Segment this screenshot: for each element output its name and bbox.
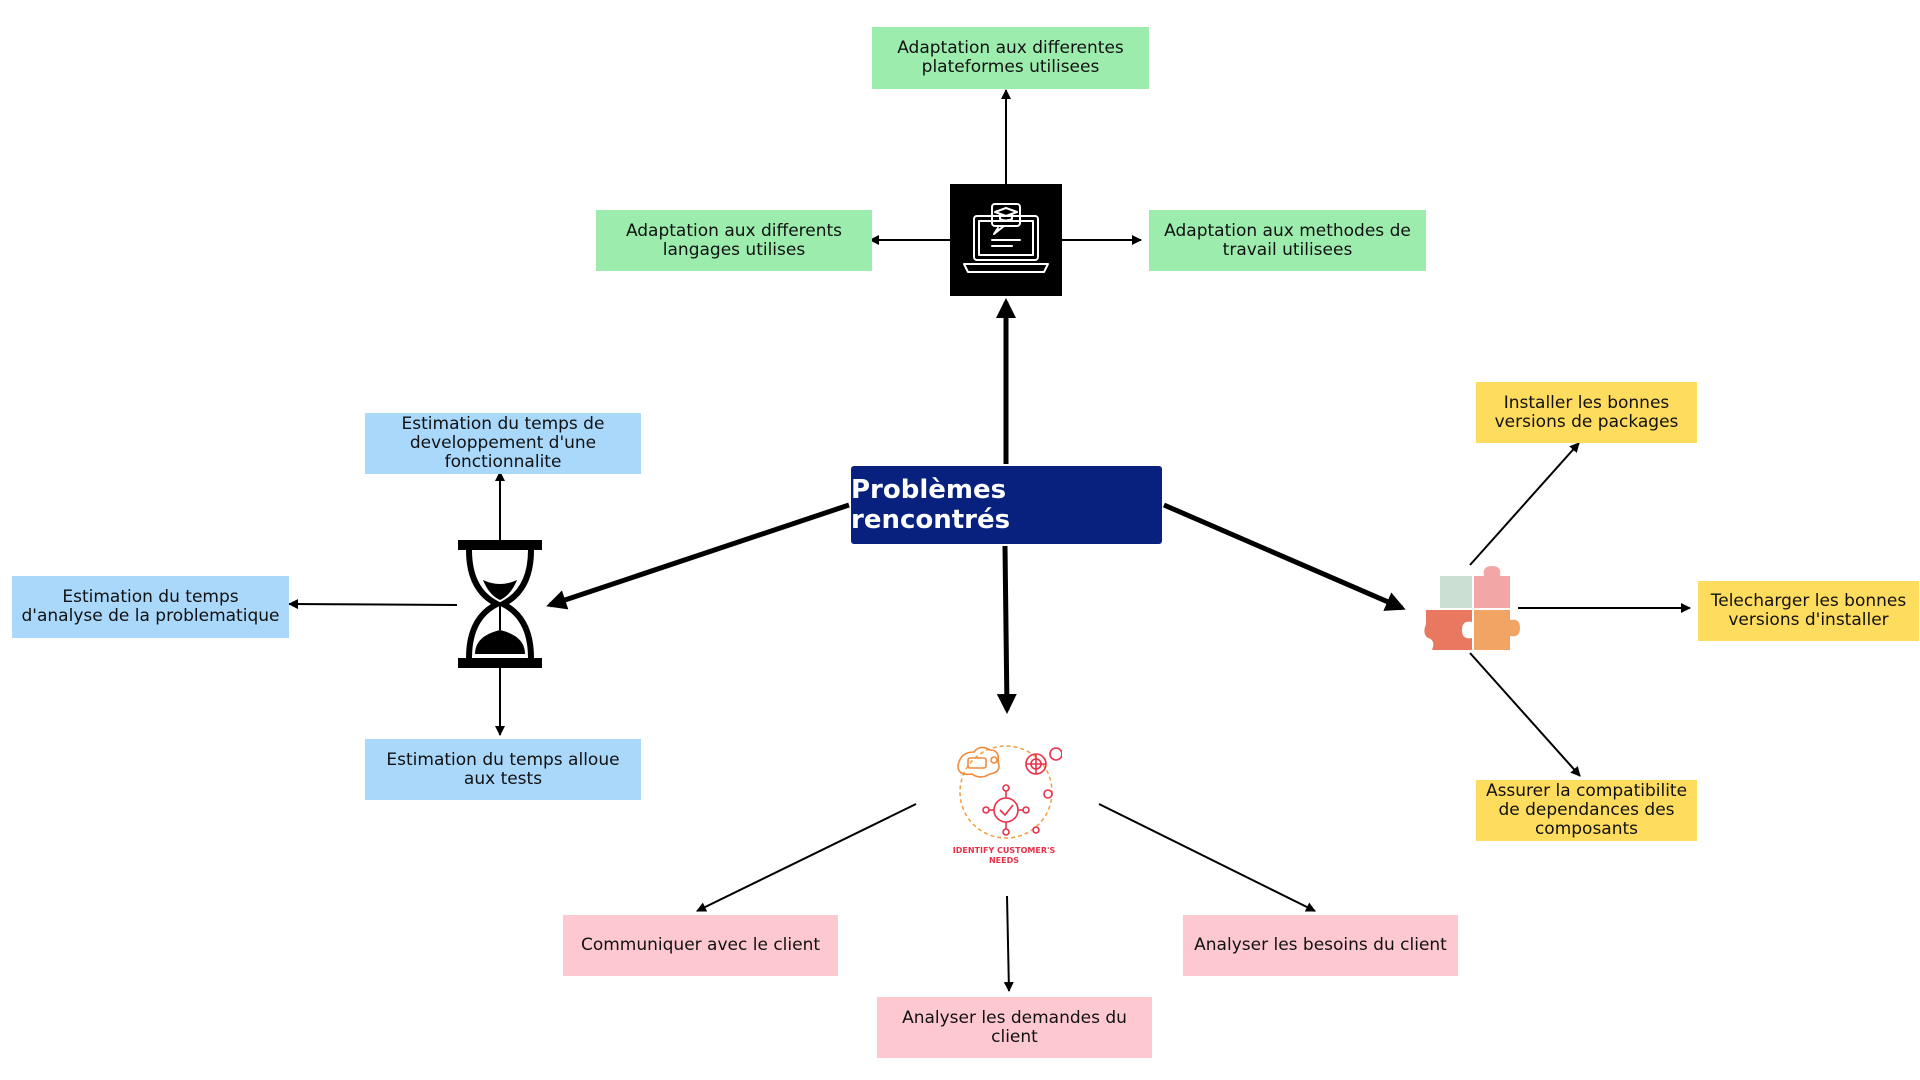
arrow-right-to-bottom-node	[1469, 652, 1581, 777]
node-communiquer-client-label: Communiquer avec le client	[580, 935, 821, 955]
node-estimation-tests-label: Estimation du temps alloue aux tests	[386, 749, 620, 789]
central-topic-label: Problèmes rencontrés	[851, 475, 1011, 535]
arrow-central-to-bottom	[996, 545, 1017, 714]
node-adaptation-plateformes-label: Adaptation aux differentes plateformes u…	[897, 38, 1124, 77]
arrow-central-to-left	[546, 502, 850, 610]
node-adaptation-methodes-label: Adaptation aux methodes de travail utili…	[1164, 220, 1411, 260]
node-telecharger-versions-label: Telecharger les bonnes versions d'instal…	[1710, 591, 1907, 630]
node-assurer-compatibilite: Assurer la compatibilite de dependances …	[1476, 780, 1697, 841]
node-communiquer-client: Communiquer avec le client	[563, 915, 838, 976]
node-analyser-demandes: Analyser les demandes du client	[877, 997, 1152, 1058]
node-estimation-tests: Estimation du temps alloue aux tests	[365, 739, 641, 800]
node-adaptation-plateformes: Adaptation aux differentes plateformes u…	[872, 27, 1149, 89]
arrow-bottom-to-center-node	[1003, 895, 1014, 992]
node-assurer-compatibilite-label: Assurer la compatibilite de dependances …	[1485, 781, 1688, 839]
arrow-bottom-to-left-node	[696, 803, 917, 912]
node-adaptation-methodes: Adaptation aux methodes de travail utili…	[1149, 210, 1426, 271]
node-installer-packages-label: Installer les bonnes versions de package…	[1494, 392, 1679, 432]
customer-needs-caption: IDENTIFY CUSTOMER'S NEEDS	[952, 846, 1056, 865]
laptop-education-icon	[950, 184, 1062, 296]
node-analyser-besoins-label: Analyser les besoins du client	[1194, 935, 1447, 955]
node-telecharger-versions: Telecharger les bonnes versions d'instal…	[1698, 581, 1919, 641]
arrow-left-to-left-node	[288, 599, 458, 610]
node-analyser-besoins: Analyser les besoins du client	[1183, 915, 1458, 976]
arrow-right-to-top-node	[1469, 442, 1580, 566]
hourglass-icon	[458, 540, 542, 668]
node-analyser-demandes-label: Analyser les demandes du client	[902, 1007, 1127, 1047]
node-estimation-developpement-label: Estimation du temps de developpement d'u…	[401, 414, 605, 472]
arrow-central-to-right	[1163, 502, 1406, 611]
node-adaptation-langages-label: Adaptation aux differents langages utili…	[625, 220, 843, 260]
node-estimation-analyse-label: Estimation du temps d'analyse de la prob…	[21, 587, 280, 626]
node-installer-packages: Installer les bonnes versions de package…	[1476, 382, 1697, 443]
node-estimation-analyse: Estimation du temps d'analyse de la prob…	[12, 576, 289, 638]
central-topic: Problèmes rencontrés	[851, 466, 1162, 544]
customer-needs-icon	[957, 745, 1062, 839]
arrow-bottom-to-right-node	[1098, 803, 1316, 912]
node-estimation-developpement: Estimation du temps de developpement d'u…	[365, 413, 641, 474]
node-adaptation-langages: Adaptation aux differents langages utili…	[596, 210, 872, 271]
puzzle-icon	[1424, 566, 1520, 650]
